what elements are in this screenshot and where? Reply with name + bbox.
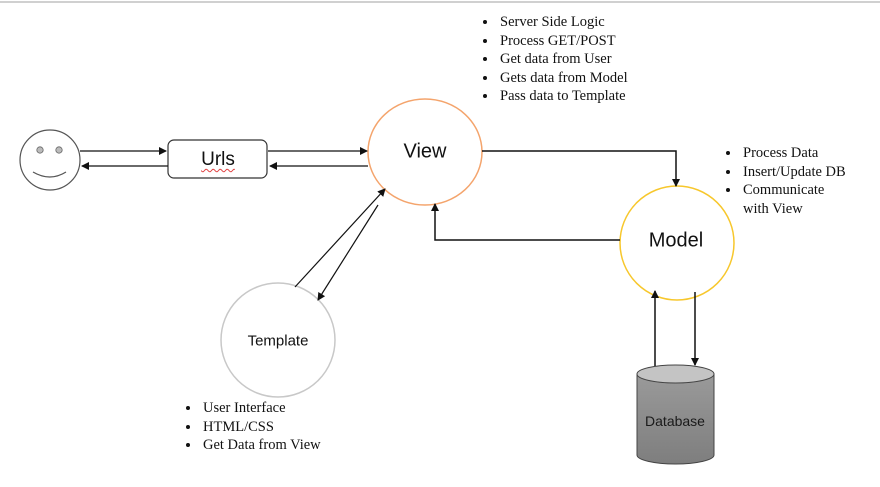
user-smiley-icon	[19, 129, 81, 191]
view-notes-list: Server Side Logic Process GET/POST Get d…	[476, 13, 628, 106]
arrow-view-to-template	[317, 204, 379, 301]
list-item: Server Side Logic	[498, 13, 628, 32]
urls-box	[167, 139, 268, 179]
template-label: Template	[247, 332, 309, 350]
database-label: Database	[645, 413, 705, 429]
list-item: Process GET/POST	[498, 32, 628, 51]
view-circle	[367, 98, 483, 206]
template-notes-list: User Interface HTML/CSS Get Data from Vi…	[179, 399, 321, 455]
model-label: Model	[648, 229, 704, 252]
list-item: Communicate with View	[741, 181, 853, 218]
arrow-view-to-model	[482, 150, 680, 187]
view-label: View	[403, 140, 447, 163]
list-item: User Interface	[201, 399, 321, 418]
arrow-template-to-view	[294, 188, 386, 288]
list-item: Get Data from View	[201, 436, 321, 455]
arrow-model-to-view	[431, 203, 620, 241]
urls-label: Urls	[201, 149, 235, 170]
list-item: Insert/Update DB	[741, 163, 880, 182]
model-notes-list: Process Data Insert/Update DB Communicat…	[719, 144, 880, 218]
list-item: Get data from User	[498, 50, 628, 69]
list-item: Gets data from Model	[498, 69, 628, 88]
template-circle	[220, 282, 336, 398]
list-item: Pass data to Template	[498, 87, 628, 106]
list-item: HTML/CSS	[201, 418, 321, 437]
database-cylinder	[636, 364, 715, 465]
list-item: Process Data	[741, 144, 880, 163]
